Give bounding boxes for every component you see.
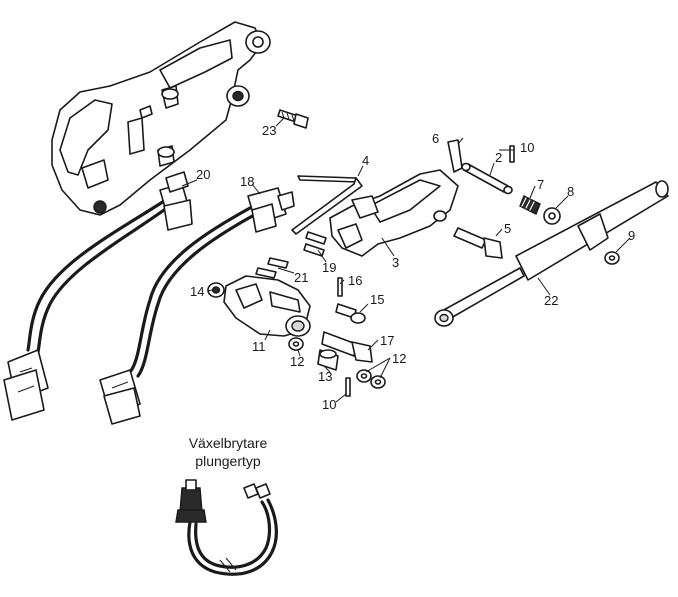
callout-10-upper: 10 — [520, 140, 534, 155]
bracket-3 — [329, 169, 459, 257]
main-bracket — [51, 21, 271, 216]
nut-14 — [207, 282, 225, 298]
callout-3: 3 — [392, 255, 399, 270]
bolt-17 — [321, 331, 373, 363]
spacer-13 — [317, 349, 339, 371]
callout-11: 11 — [252, 339, 266, 354]
callout-8: 8 — [567, 184, 574, 199]
bolt-5 — [453, 227, 503, 259]
cylinder-22 — [434, 180, 669, 327]
switch-caption: Växelbrytare plungertyp — [168, 434, 288, 470]
callout-7: 7 — [537, 177, 544, 192]
callout-13: 13 — [318, 369, 332, 384]
plunger-switch — [175, 479, 278, 576]
spring-7 — [519, 195, 541, 215]
callout-17: 17 — [380, 333, 394, 348]
callout-6: 6 — [432, 131, 439, 146]
leader-lines — [181, 117, 631, 403]
callout-5: 5 — [504, 221, 511, 236]
callout-12-left: 12 — [290, 354, 304, 369]
callout-21: 21 — [294, 270, 308, 285]
callout-12-right: 12 — [392, 351, 406, 366]
callout-numbers: 6 2 10 7 8 4 5 9 22 3 23 20 18 19 21 16 … — [190, 123, 635, 412]
harness-18 — [99, 187, 295, 425]
callout-14: 14 — [190, 284, 204, 299]
rod-4 — [291, 175, 363, 235]
callout-10-lower: 10 — [322, 397, 336, 412]
callout-19: 19 — [322, 260, 336, 275]
callout-18: 18 — [240, 174, 254, 189]
bolt-23 — [277, 109, 309, 129]
harness-20 — [3, 171, 193, 421]
washer-8 — [543, 207, 561, 225]
callout-23: 23 — [262, 123, 276, 138]
callout-2: 2 — [495, 150, 502, 165]
washer-9 — [604, 251, 620, 265]
callout-4: 4 — [362, 153, 369, 168]
pin-6 — [447, 139, 463, 173]
lever-11 — [223, 275, 311, 337]
caption-line-2: plungertyp — [195, 453, 261, 469]
caption-line-1: Växelbrytare — [188, 435, 268, 451]
pin-10-lower — [345, 377, 351, 397]
callout-22: 22 — [544, 293, 558, 308]
callout-16: 16 — [348, 273, 362, 288]
pins-19-21 — [255, 231, 327, 279]
pin-16 — [337, 277, 343, 297]
pin-15 — [335, 303, 366, 324]
washers-12 — [288, 337, 386, 389]
callout-20: 20 — [196, 167, 210, 182]
shaft-2 — [461, 162, 513, 195]
callout-9: 9 — [628, 228, 635, 243]
callout-15: 15 — [370, 292, 384, 307]
pin-10-upper — [509, 145, 515, 163]
